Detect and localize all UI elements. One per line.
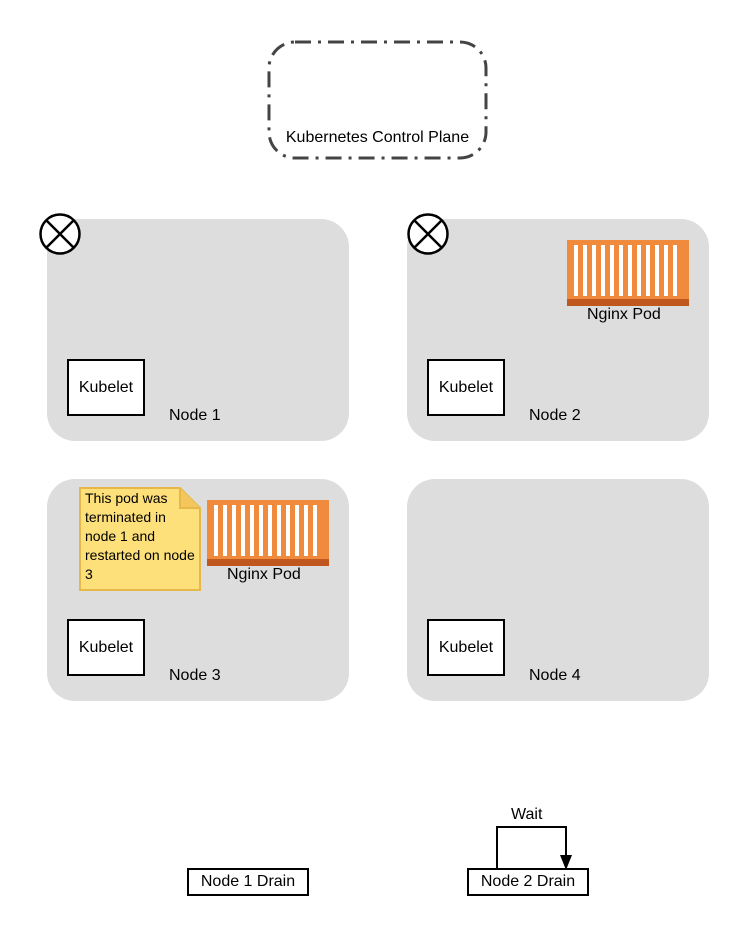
- wait-loop-arrow: [496, 826, 572, 870]
- kubelet-node-3: Kubelet: [67, 619, 145, 676]
- crossed-circle-icon: [39, 213, 81, 255]
- control-plane: Kubernetes Control Plane: [267, 40, 488, 160]
- node-2-drain-box: Node 2 Drain: [467, 868, 589, 896]
- note-text: This pod was terminated in node 1 and re…: [85, 490, 195, 582]
- note-shape: [79, 487, 201, 591]
- control-plane-border: [267, 40, 488, 160]
- control-plane-label: Kubernetes Control Plane: [285, 129, 470, 146]
- nginx-pod-icon: [207, 500, 329, 566]
- node-1-drain-box: Node 1 Drain: [187, 868, 309, 896]
- node-4-label: Node 4: [529, 667, 581, 684]
- kubelet-node-1: Kubelet: [67, 359, 145, 416]
- node-2-label: Node 2: [529, 407, 581, 424]
- node-3-label: Node 3: [169, 667, 221, 684]
- node-1-label: Node 1: [169, 407, 221, 424]
- pod-label-node-2: Nginx Pod: [587, 306, 661, 323]
- nginx-pod-icon: [567, 240, 689, 306]
- crossed-circle-icon: [407, 213, 449, 255]
- pod-label-node-3: Nginx Pod: [227, 566, 301, 583]
- kubelet-node-2: Kubelet: [427, 359, 505, 416]
- sticky-note: This pod was terminated in node 1 and re…: [79, 487, 201, 591]
- wait-label: Wait: [511, 806, 543, 823]
- kubelet-node-4: Kubelet: [427, 619, 505, 676]
